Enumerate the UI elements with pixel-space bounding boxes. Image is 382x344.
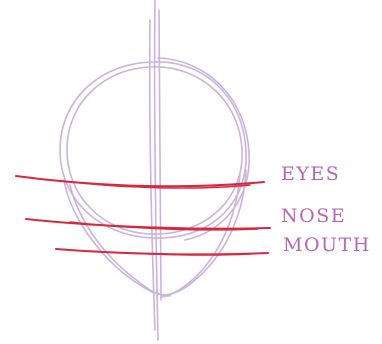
eyes-label: EYES xyxy=(281,165,340,184)
cranium-circle-outline-3 xyxy=(158,58,249,240)
mouth-guide-line xyxy=(56,249,268,254)
head-construction-sketch xyxy=(60,0,249,340)
center-line-vertical xyxy=(155,0,158,340)
jaw-line-right-2 xyxy=(162,175,240,297)
mouth-label: MOUTH xyxy=(283,236,371,255)
eyes-guide-line xyxy=(16,176,264,186)
nose-label: NOSE xyxy=(281,207,346,226)
center-line-vertical-3 xyxy=(159,10,161,300)
